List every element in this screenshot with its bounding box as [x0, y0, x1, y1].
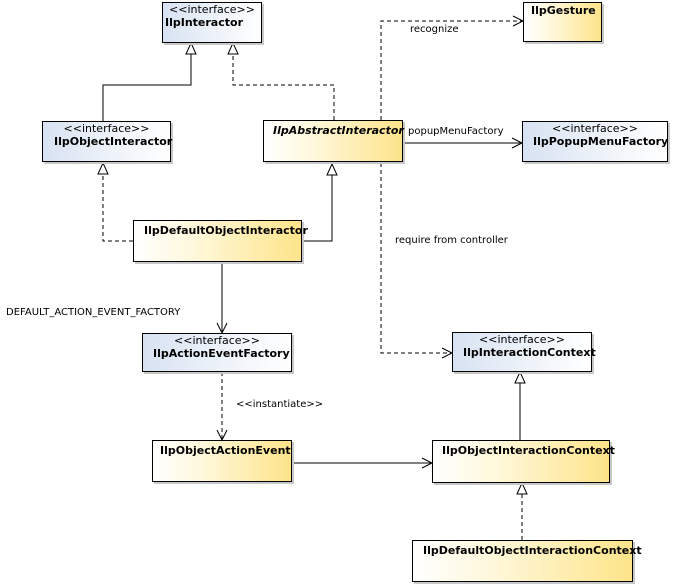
- class-box-ilpgesture[interactable]: IlpGesture: [523, 2, 602, 42]
- class-box-ilpdefaultobjectinteractioncontext[interactable]: IlpDefaultObjectInteractionContext: [412, 540, 642, 582]
- class-name: IlpInteractionContext: [463, 346, 596, 359]
- label-default-action-event-factory: DEFAULT_ACTION_EVENT_FACTORY: [6, 307, 181, 318]
- stereotype-label: <<interface>>: [552, 122, 638, 135]
- hollow-triangle-head: [185, 41, 197, 55]
- class-box-ilpinteractor[interactable]: <<interface>> IlpInteractor: [162, 2, 262, 43]
- class-name: IlpObjectInteractor: [54, 135, 173, 148]
- class-name: IlpDefaultObjectInteractor: [144, 224, 308, 237]
- class-name: IlpAbstractInteractor: [273, 124, 404, 137]
- class-box-ilpobjectinteractioncontext[interactable]: IlpObjectInteractionContext: [432, 440, 615, 483]
- label-popupmenufactory: popupMenuFactory: [408, 126, 504, 137]
- class-name: IlpObjectInteractionContext: [442, 444, 615, 457]
- generalization-defaultobjectinteractor-to-abstractinteractor: [302, 175, 333, 242]
- class-box-ilppopupmenufactory[interactable]: <<interface>> IlpPopupMenuFactory: [522, 121, 668, 162]
- dependency-require-from-controller: [380, 163, 452, 354]
- class-name: IlpInteractor: [165, 16, 243, 29]
- class-box-ilpactioneventfactory[interactable]: <<interface>> IlpActionEventFactory: [142, 333, 292, 372]
- class-box-ilpdefaultobjectinteractor[interactable]: IlpDefaultObjectInteractor: [133, 220, 308, 262]
- hollow-triangle-head: [514, 370, 526, 384]
- label-require-from-controller: require from controller: [395, 235, 508, 246]
- class-name: IlpActionEventFactory: [153, 347, 290, 360]
- class-box-ilpinteractioncontext[interactable]: <<interface>> IlpInteractionContext: [452, 332, 596, 372]
- class-name: IlpObjectActionEvent: [160, 444, 291, 457]
- class-name: IlpDefaultObjectInteractionContext: [423, 544, 642, 557]
- class-name: IlpGesture: [531, 4, 596, 17]
- label-recognize: recognize: [410, 24, 459, 35]
- stereotype-label: <<interface>>: [174, 334, 260, 347]
- hollow-triangle-head: [326, 162, 338, 176]
- class-box-ilpobjectinteractor[interactable]: <<interface>> IlpObjectInteractor: [42, 121, 173, 162]
- stereotype-label: <<interface>>: [479, 333, 565, 346]
- generalization-objectinteractor-to-interactor: [102, 54, 192, 121]
- hollow-triangle-head: [227, 41, 239, 55]
- hollow-triangle-head: [516, 481, 528, 495]
- realization-defaultobjectinteractor-to-objectinteractor: [102, 174, 133, 242]
- label-instantiate: <<instantiate>>: [236, 399, 324, 410]
- realization-abstractinteractor-to-interactor: [232, 54, 335, 120]
- class-name: IlpPopupMenuFactory: [533, 135, 669, 148]
- class-box-ilpobjectactionevent[interactable]: IlpObjectActionEvent: [152, 440, 292, 482]
- stereotype-label: <<interface>>: [169, 3, 255, 16]
- dependency-recognize: [380, 20, 523, 120]
- class-box-ilpabstractinteractor[interactable]: IlpAbstractInteractor: [263, 120, 404, 162]
- stereotype-label: <<interface>>: [63, 122, 150, 135]
- hollow-triangle-head: [97, 161, 109, 175]
